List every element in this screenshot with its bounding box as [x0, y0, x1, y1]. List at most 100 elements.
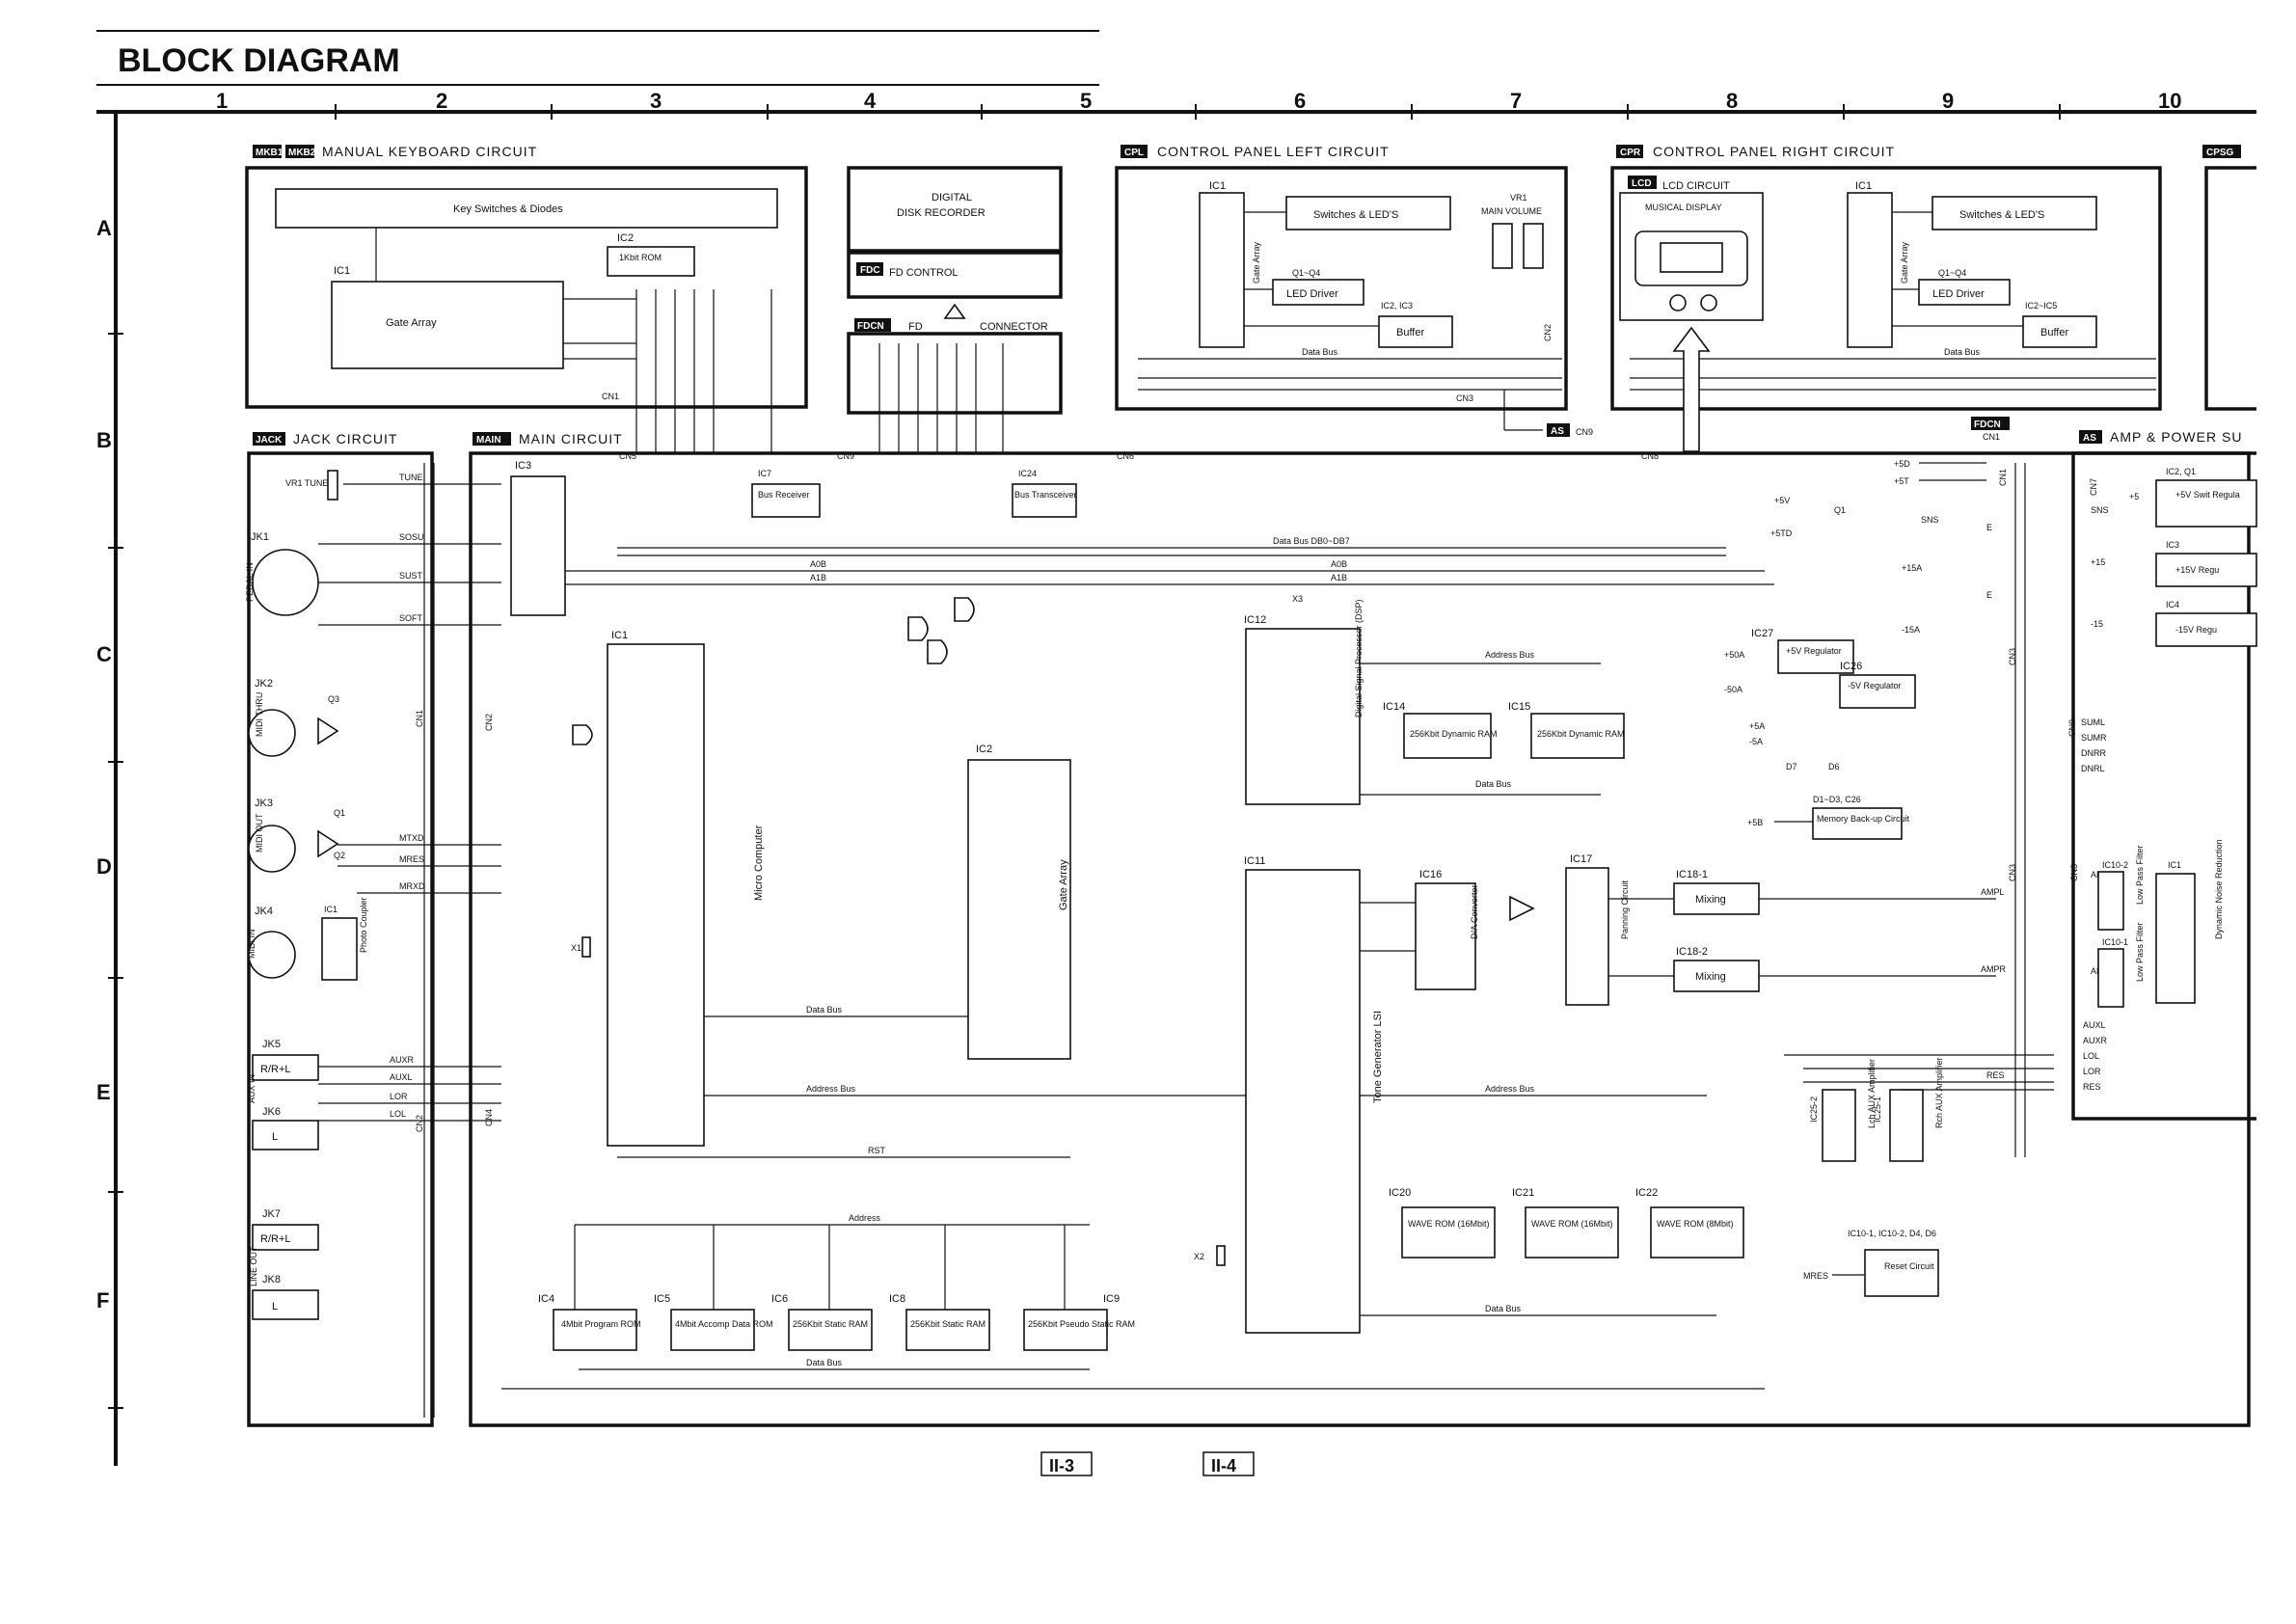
- w-plus5a: +5A: [1749, 721, 1765, 731]
- main-x1: X1: [571, 943, 581, 953]
- row-letters: A B C D E F: [96, 216, 112, 1313]
- w-ampr: AMPR: [1981, 964, 2007, 974]
- pwr-ic25-1: IC25-1: [1873, 1096, 1882, 1123]
- dsp-address-bus: Address Bus: [1485, 650, 1535, 660]
- as-15v-reg: +15V Regu: [2175, 565, 2219, 575]
- cpl-gate-array: Gate Array: [1252, 241, 1261, 284]
- tag-cpl: CPL: [1124, 148, 1144, 158]
- da-converter: D/A Converter: [1470, 884, 1479, 939]
- row-A: A: [96, 216, 112, 240]
- jk6-l: L: [272, 1131, 278, 1143]
- main-data-bus-db: Data Bus DB0~DB7: [1273, 536, 1350, 546]
- cpl-cn2: CN2: [1543, 324, 1553, 341]
- tag-fdcn-cn1: FDCN: [1974, 420, 2001, 430]
- column-numbers: 1 2 3 4 5 6 7 8 9 10: [216, 89, 2181, 113]
- jk8-l: L: [272, 1301, 278, 1313]
- mkb-label: MANUAL KEYBOARD CIRCUIT: [322, 144, 537, 159]
- main-a0b-left: A0B: [810, 559, 826, 569]
- tag-mkb1: MKB1: [256, 148, 284, 158]
- as-cn9: CN9: [2067, 719, 2077, 737]
- as-minus15v-reg: -15V Regu: [2175, 625, 2217, 635]
- w-e2: E: [1986, 590, 1992, 600]
- jack-main-wires: TUNE SOSU SUST SOFT MTXD MRES MRXD AUXR …: [318, 473, 501, 1122]
- mixing-2: Mixing: [1695, 971, 1726, 983]
- amp-power-section: AS AMP & POWER SU CN7 IC2, Q1 +5V Swit R…: [2067, 429, 2257, 1121]
- main-ic4: IC4: [538, 1293, 554, 1305]
- mkb-ic1-label: IC1: [334, 265, 350, 277]
- col-9: 9: [1942, 89, 1954, 113]
- main-label: MAIN CIRCUIT: [519, 431, 623, 447]
- cpr-buffer: Buffer: [2040, 327, 2068, 338]
- as-ic4: IC4: [2166, 600, 2179, 609]
- tag-cpr: CPR: [1620, 148, 1641, 158]
- jk8-label: JK8: [262, 1274, 281, 1286]
- memory-backup: Memory Back-up Circuit: [1817, 814, 1910, 824]
- main-ic1: IC1: [611, 630, 628, 641]
- manual-keyboard-section: MKB1 MKB2 MANUAL KEYBOARD CIRCUIT Key Sw…: [245, 144, 808, 453]
- main-ic12: IC12: [1244, 614, 1266, 626]
- pwr-cn1: CN1: [1998, 469, 2008, 486]
- main-ic18-2: IC18-2: [1676, 946, 1708, 958]
- w-plus5d: +5D: [1894, 459, 1910, 469]
- page-label-right: II-4: [1211, 1456, 1236, 1475]
- as-lor: LOR: [2083, 1067, 2101, 1076]
- bus-receiver: Bus Receiver: [758, 490, 810, 500]
- main-cn5: CN5: [619, 451, 636, 461]
- panning-circuit: Panning Circuit: [1620, 880, 1630, 939]
- pwr-ic27: IC27: [1751, 628, 1773, 639]
- as-sns: SNS: [2091, 505, 2109, 515]
- as-ic1: IC1: [2168, 860, 2181, 870]
- w-res: RES: [1986, 1070, 2005, 1080]
- jk6-label: JK6: [262, 1106, 281, 1118]
- tag-main: MAIN: [476, 435, 501, 446]
- sram-ic6: 256Kbit Static RAM: [793, 1319, 868, 1329]
- col-5: 5: [1080, 89, 1092, 113]
- mkb-cn1: CN1: [602, 392, 619, 401]
- mkb-gate-array: Gate Array: [386, 317, 437, 329]
- dsp: Digital Signal Processor (DSP): [1354, 599, 1364, 717]
- w-ampl: AMPL: [1981, 887, 2005, 897]
- main-ic20: IC20: [1389, 1187, 1411, 1199]
- fdcn-cn1-label: CN1: [1983, 432, 2000, 442]
- jack-q3: Q3: [328, 694, 339, 704]
- jk7-label: JK7: [262, 1208, 281, 1220]
- row-C: C: [96, 642, 112, 666]
- w-lor: LOR: [390, 1092, 408, 1101]
- pedal-in-label: PEDAL IN: [245, 562, 255, 602]
- fdcn-connector: CONNECTOR: [980, 321, 1048, 333]
- as-ic2q1: IC2, Q1: [2166, 467, 2196, 476]
- as-label: AMP & POWER SU: [2110, 429, 2242, 445]
- cpl-data-bus: Data Bus: [1302, 347, 1338, 357]
- reg-5v: +5V Regulator: [1786, 646, 1842, 656]
- mem-address: Address: [849, 1213, 881, 1223]
- noise-reduction: Dynamic Noise Reduction: [2214, 839, 2224, 939]
- w-d7: D7: [1786, 762, 1797, 771]
- w-minus15a: -15A: [1902, 625, 1920, 635]
- w-dnrr: DNRR: [2081, 748, 2106, 758]
- mem-data-bus: Data Bus: [806, 1358, 843, 1367]
- as-plus5: +5: [2129, 492, 2139, 501]
- w-plus15a: +15A: [1902, 563, 1922, 573]
- lch-aux-amp: Lch AUX Amplifier: [1867, 1059, 1877, 1128]
- accomp-rom: 4Mbit Accomp Data ROM: [675, 1319, 773, 1329]
- photo-coupler: Photo Coupler: [359, 897, 368, 953]
- main-a0b-right: A0B: [1331, 559, 1347, 569]
- midi-out-label: MIDI OUT: [255, 813, 264, 853]
- as-cn9-label: CN9: [1576, 427, 1593, 437]
- control-panel-left-section: CPL CONTROL PANEL LEFT CIRCUIT IC1 Gate …: [1115, 144, 1568, 411]
- tag-as-cn9: AS: [1551, 426, 1564, 437]
- jack-q2: Q2: [334, 851, 345, 860]
- cpr-label: CONTROL PANEL RIGHT CIRCUIT: [1653, 144, 1895, 159]
- w-plus5td: +5TD: [1770, 528, 1793, 538]
- main-cn9: CN9: [837, 451, 854, 461]
- main-ic5: IC5: [654, 1293, 670, 1305]
- main-ic11: IC11: [1244, 855, 1265, 867]
- main-ic14: IC14: [1383, 701, 1405, 713]
- w-sns: SNS: [1921, 515, 1939, 525]
- row-ticks: [108, 333, 123, 1409]
- as-auxr: AUXR: [2083, 1036, 2108, 1045]
- cpr-ic25: IC2~IC5: [2025, 301, 2057, 311]
- col-2: 2: [436, 89, 447, 113]
- col-6: 6: [1294, 89, 1306, 113]
